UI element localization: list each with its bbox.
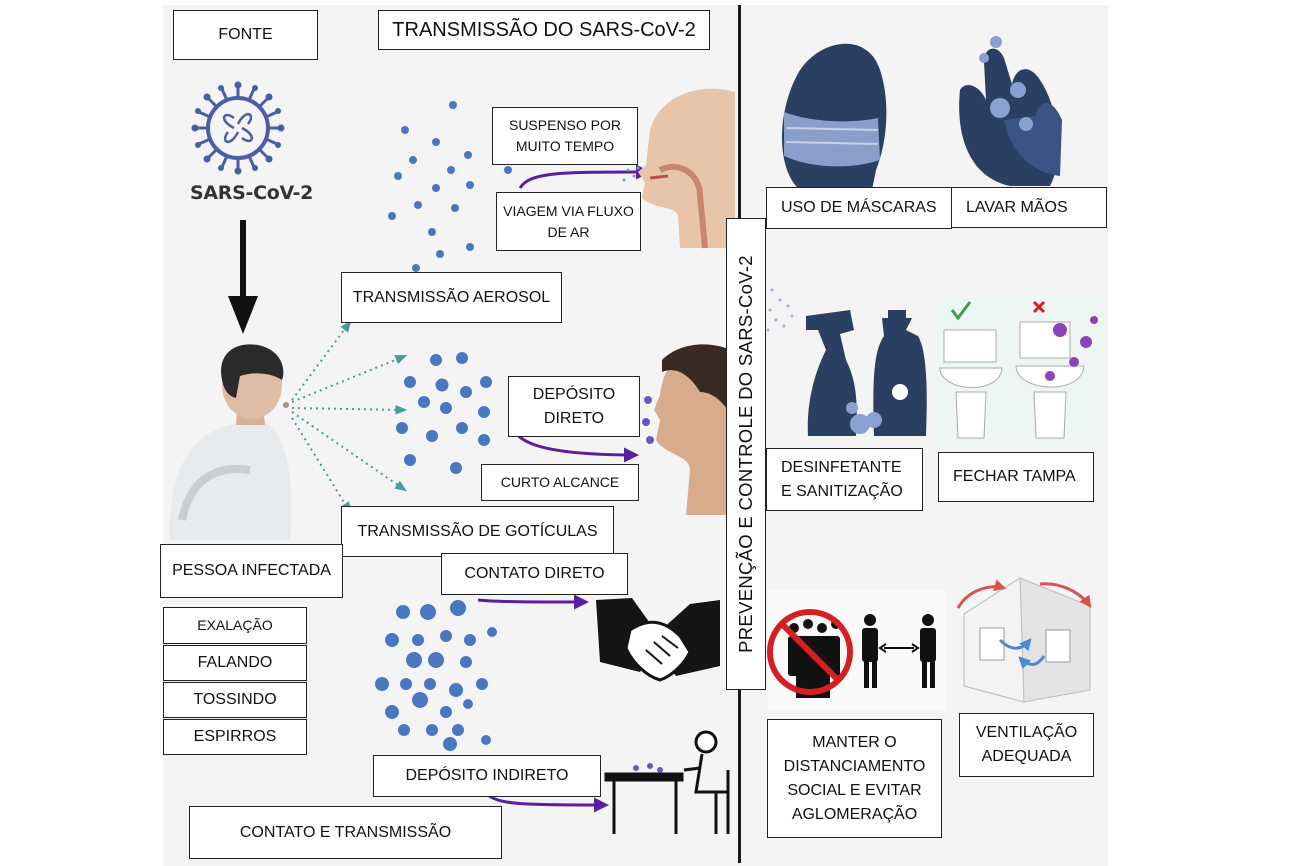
down-arrow-icon — [228, 220, 258, 334]
mode-speaking: FALANDO — [163, 645, 307, 681]
emission-arrows — [291, 320, 408, 515]
close-lid-label: FECHAR TAMPA — [938, 452, 1094, 502]
person-at-table-illustration — [604, 730, 730, 834]
head-airway-illustration — [622, 88, 735, 249]
hand-wash-icon — [959, 36, 1062, 186]
toilet-lid-icon — [934, 298, 1106, 448]
mode-exhalation: EXALAÇÃO — [163, 607, 307, 644]
short-range-label: CURTO ALCANCE — [481, 464, 639, 501]
infected-person-label: PESSOA INFECTADA — [160, 544, 343, 598]
mode-sneezing: ESPIRROS — [163, 719, 307, 755]
social-distancing-icon — [767, 590, 946, 710]
distancing-label: MANTER O DISTANCIAMENTO SOCIAL E EVITAR … — [767, 719, 942, 838]
aerosol-particles — [388, 101, 512, 272]
face-illustration — [642, 344, 735, 515]
indirect-deposit-label: DEPÓSITO INDIRETO — [373, 755, 601, 797]
prevention-title: PREVENÇÃO E CONTROLE DO SARS-CoV-2 — [726, 218, 766, 690]
source-label: FONTE — [173, 10, 318, 60]
aerosol-suspended-label: SUSPENSO POR MUITO TEMPO — [492, 107, 638, 165]
ventilation-icon — [956, 577, 1092, 703]
mode-coughing: TOSSINDO — [163, 682, 307, 718]
direct-deposit-label: DEPÓSITO DIRETO — [508, 376, 640, 437]
masks-label: USO DE MÁSCARAS — [766, 187, 952, 229]
hand-wash-label: LAVAR MÃOS — [951, 187, 1107, 228]
contact-particles — [375, 600, 497, 751]
diagram-title: TRANSMISSÃO DO SARS-CoV-2 — [378, 10, 710, 50]
aerosol-transmission-label: TRANSMISSÃO AEROSOL — [341, 272, 562, 323]
virus-icon — [191, 81, 285, 175]
aerosol-airflow-label: VIAGEM VIA FLUXO DE AR — [496, 192, 641, 251]
disinfectant-icon — [766, 288, 927, 436]
infected-person-illustration — [169, 344, 292, 540]
ventilation-label: VENTILAÇÃO ADEQUADA — [959, 713, 1094, 777]
contact-transmission-label: CONTATO E TRANSMISSÃO — [189, 806, 502, 859]
droplet-transmission-label: TRANSMISSÃO DE GOTÍCULAS — [341, 506, 614, 557]
disinfect-label: DESINFETANTE E SANITIZAÇÃO — [766, 448, 923, 511]
droplet-particles — [396, 352, 492, 474]
virus-name: SARS-CoV-2 — [190, 182, 314, 204]
direct-contact-label: CONTATO DIRETO — [441, 553, 628, 595]
handshake-icon — [596, 598, 720, 682]
mask-icon — [782, 43, 887, 190]
